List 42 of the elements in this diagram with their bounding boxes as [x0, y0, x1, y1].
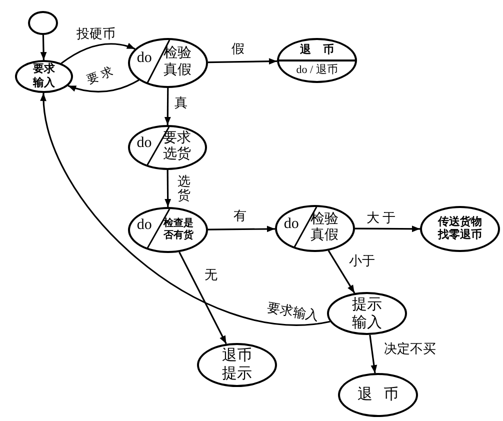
state-label: 退币提示	[222, 347, 252, 383]
edge-label: 要求输入	[266, 300, 320, 324]
arrow	[164, 170, 172, 207]
initial-state-circle	[28, 11, 58, 35]
do-label: do	[136, 136, 152, 150]
arrow	[208, 226, 275, 232]
state-label: 传送货物找零退币	[438, 216, 482, 242]
edge-label: 有	[234, 208, 246, 224]
state-label: 退 币	[357, 386, 399, 404]
state-label: 检查是否有货	[163, 218, 194, 242]
edge-label: 要 求	[85, 65, 115, 87]
do-label: do	[284, 216, 299, 232]
state-label: 检验真假	[310, 212, 338, 246]
arrow	[60, 43, 136, 64]
do-label: do	[136, 51, 152, 66]
arrow	[40, 34, 47, 60]
state-ellipse	[15, 60, 73, 93]
state-label: 检验真假	[163, 46, 192, 80]
state-ellipse	[128, 38, 208, 88]
state-ellipse	[128, 207, 208, 253]
arrow	[178, 252, 227, 344]
state-label: 退 币	[300, 44, 334, 56]
state-label: 要求选货	[163, 130, 191, 164]
arrow	[68, 79, 140, 92]
arrow	[41, 92, 330, 326]
do-label: do	[136, 218, 152, 233]
arrow	[369, 334, 378, 374]
edge-label: 投硬币	[76, 26, 116, 42]
state-label: 要求输入	[33, 63, 55, 90]
arrow	[328, 250, 356, 294]
arrow	[164, 88, 171, 125]
edge-label: 选货	[178, 174, 190, 204]
edge-label: 大 于	[366, 210, 396, 226]
edge-label: 小于	[349, 254, 375, 268]
arrow	[355, 226, 420, 232]
edge-label: 假	[232, 42, 244, 56]
edge-label: 决定不买	[384, 342, 436, 356]
state-label: 提示输入	[352, 296, 382, 332]
edge-label: 无	[204, 268, 218, 282]
arrow	[208, 58, 278, 65]
edge-label: 真	[174, 96, 188, 110]
activity-label: do / 退币	[296, 65, 338, 76]
